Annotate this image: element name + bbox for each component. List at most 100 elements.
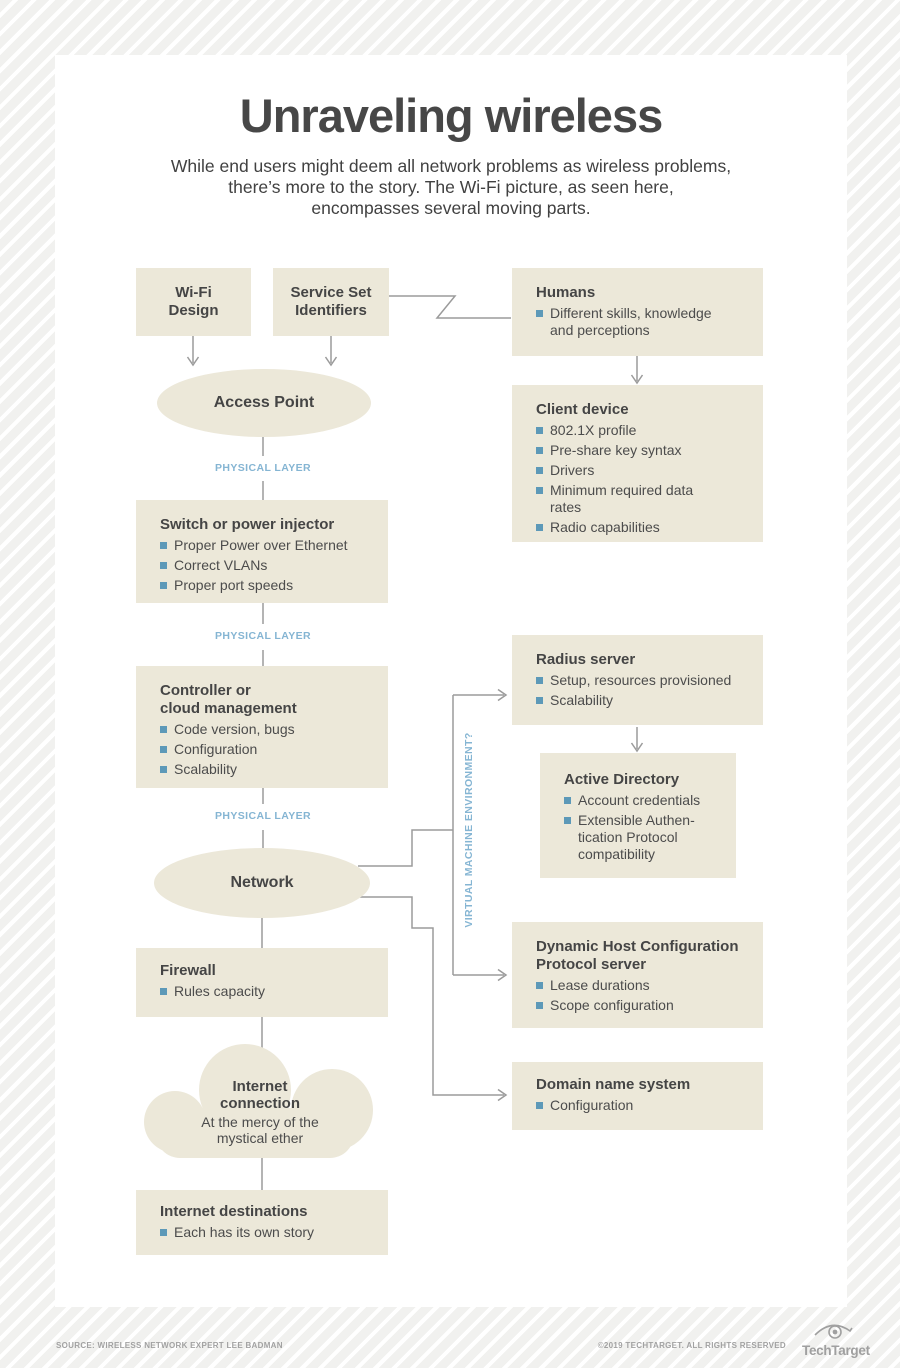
- techtarget-eye-icon: [814, 1324, 853, 1339]
- node-subtitle: At the mercy of the mystical ether: [201, 1114, 319, 1146]
- bullet-square-icon: [160, 726, 167, 733]
- bullet-text: Proper port speeds: [174, 577, 294, 593]
- node-access-point: Access Point: [157, 369, 371, 437]
- bullet-square-icon: [564, 817, 571, 824]
- node-controller-cloud-management: Controller or cloud management Code vers…: [136, 666, 388, 788]
- bullet-square-icon: [160, 542, 167, 549]
- node-dns: Domain name system Configuration: [512, 1062, 763, 1130]
- internet-connection-cloud-shape: [144, 1044, 373, 1158]
- bullet-item: Scalability: [536, 692, 745, 709]
- bullet-text: Scalability: [174, 761, 238, 777]
- node-humans: Humans Different skills, knowledge and p…: [512, 268, 763, 356]
- bullet-item: Setup, resources provisioned: [536, 672, 745, 689]
- bullet-text: Rules capacity: [174, 983, 266, 999]
- bullet-item: Minimum required data rates: [536, 482, 745, 516]
- node-title: Network: [230, 874, 294, 891]
- techtarget-wordmark: TechTarget: [802, 1343, 870, 1358]
- bullet-item: Radio capabilities: [536, 519, 745, 536]
- bullet-square-icon: [536, 982, 543, 989]
- bullet-item: Different skills, knowledge and percepti…: [536, 305, 745, 339]
- node-title: Firewall: [160, 962, 216, 979]
- footer-source: SOURCE: WIRELESS NETWORK EXPERT LEE BADM…: [56, 1341, 283, 1350]
- node-active-directory: Active Directory Account credentials Ext…: [540, 753, 736, 878]
- node-internet-destinations: Internet destinations Each has its own s…: [136, 1190, 388, 1255]
- bullet-item: Correct VLANs: [160, 557, 370, 574]
- bullet-text: Scalability: [550, 692, 614, 708]
- bullet-text: Minimum required data rates: [550, 482, 694, 515]
- bullet-text: Setup, resources provisioned: [550, 672, 732, 688]
- bullet-item: 802.1X profile: [536, 422, 745, 439]
- node-client-device: Client device 802.1X profile Pre-share k…: [512, 385, 763, 542]
- bullet-square-icon: [536, 487, 543, 494]
- bullet-square-icon: [536, 310, 543, 317]
- bullet-item: Configuration: [160, 741, 370, 758]
- techtarget-logo: TechTarget: [802, 1320, 870, 1358]
- node-network: Network: [154, 848, 370, 918]
- bullet-text: Extensible Authen- tication Protocol com…: [578, 812, 695, 862]
- bullet-item: Rules capacity: [160, 983, 370, 1000]
- physical-layer-label-2: PHYSICAL LAYER: [214, 630, 312, 642]
- bullet-item: Lease durations: [536, 977, 745, 994]
- bullet-item: Extensible Authen- tication Protocol com…: [564, 812, 718, 863]
- bullet-square-icon: [536, 677, 543, 684]
- node-switch-power-injector: Switch or power injector Proper Power ov…: [136, 500, 388, 603]
- node-title: Client device: [536, 401, 629, 418]
- bullet-item: Drivers: [536, 462, 745, 479]
- bullet-square-icon: [536, 697, 543, 704]
- bullet-item: Configuration: [536, 1097, 745, 1114]
- bullet-text: Radio capabilities: [550, 519, 660, 535]
- bullet-square-icon: [160, 582, 167, 589]
- bullet-square-icon: [536, 524, 543, 531]
- node-title: Internet connection: [219, 1078, 300, 1112]
- bullet-square-icon: [536, 467, 543, 474]
- node-title: Access Point: [213, 394, 315, 411]
- bullet-item: Account credentials: [564, 792, 718, 809]
- bullet-square-icon: [536, 1002, 543, 1009]
- bullet-text: Scope configuration: [550, 997, 674, 1013]
- node-title: Service Set Identifiers: [290, 284, 372, 319]
- node-dhcp-server: Dynamic Host Configuration Protocol serv…: [512, 922, 763, 1028]
- bullet-text: Different skills, knowledge and percepti…: [550, 305, 712, 338]
- bullet-square-icon: [160, 988, 167, 995]
- node-radius-server: Radius server Setup, resources provision…: [512, 635, 763, 725]
- bullet-text: Proper Power over Ethernet: [174, 537, 348, 553]
- bullet-text: Account credentials: [578, 792, 701, 808]
- footer-copyright: ©2019 TECHTARGET. ALL RIGHTS RESERVED: [597, 1341, 786, 1350]
- node-title: Dynamic Host Configuration Protocol serv…: [536, 938, 739, 973]
- bullet-square-icon: [160, 746, 167, 753]
- bullet-square-icon: [536, 447, 543, 454]
- bullet-item: Proper port speeds: [160, 577, 370, 594]
- node-title: Controller or cloud management: [160, 682, 297, 717]
- bullet-square-icon: [160, 562, 167, 569]
- node-internet-connection: Internet connection At the mercy of the …: [158, 1078, 362, 1146]
- bullet-item: Code version, bugs: [160, 721, 370, 738]
- bullet-text: Pre-share key syntax: [550, 442, 682, 458]
- bullet-text: 802.1X profile: [550, 422, 637, 438]
- bullet-text: Lease durations: [550, 977, 650, 993]
- bullet-item: Pre-share key syntax: [536, 442, 745, 459]
- node-title: Wi-Fi Design: [168, 284, 219, 319]
- bullet-item: Proper Power over Ethernet: [160, 537, 370, 554]
- bullet-square-icon: [160, 766, 167, 773]
- node-title: Switch or power injector: [160, 516, 335, 533]
- bullet-square-icon: [536, 427, 543, 434]
- bullet-square-icon: [564, 797, 571, 804]
- bullet-text: Each has its own story: [174, 1224, 315, 1240]
- node-service-set-identifiers: Service Set Identifiers: [273, 268, 389, 336]
- node-wifi-design: Wi-Fi Design: [136, 268, 251, 336]
- bullet-square-icon: [160, 1229, 167, 1236]
- bullet-text: Code version, bugs: [174, 721, 295, 737]
- bullet-text: Drivers: [550, 462, 595, 478]
- node-title: Internet destinations: [160, 1203, 308, 1220]
- bullet-text: Configuration: [174, 741, 258, 757]
- bullet-text: Configuration: [550, 1097, 634, 1113]
- node-firewall: Firewall Rules capacity: [136, 948, 388, 1017]
- bullet-square-icon: [536, 1102, 543, 1109]
- virtual-machine-environment-label: VIRTUAL MACHINE ENVIRONMENT?: [463, 732, 475, 928]
- node-title: Radius server: [536, 651, 636, 668]
- page-subtitle: While end users might deem all network p…: [170, 156, 732, 218]
- page-title: Unraveling wireless: [239, 89, 663, 142]
- physical-layer-label-1: PHYSICAL LAYER: [214, 462, 312, 474]
- physical-layer-label-3: PHYSICAL LAYER: [214, 810, 312, 822]
- bullet-text: Correct VLANs: [174, 557, 268, 573]
